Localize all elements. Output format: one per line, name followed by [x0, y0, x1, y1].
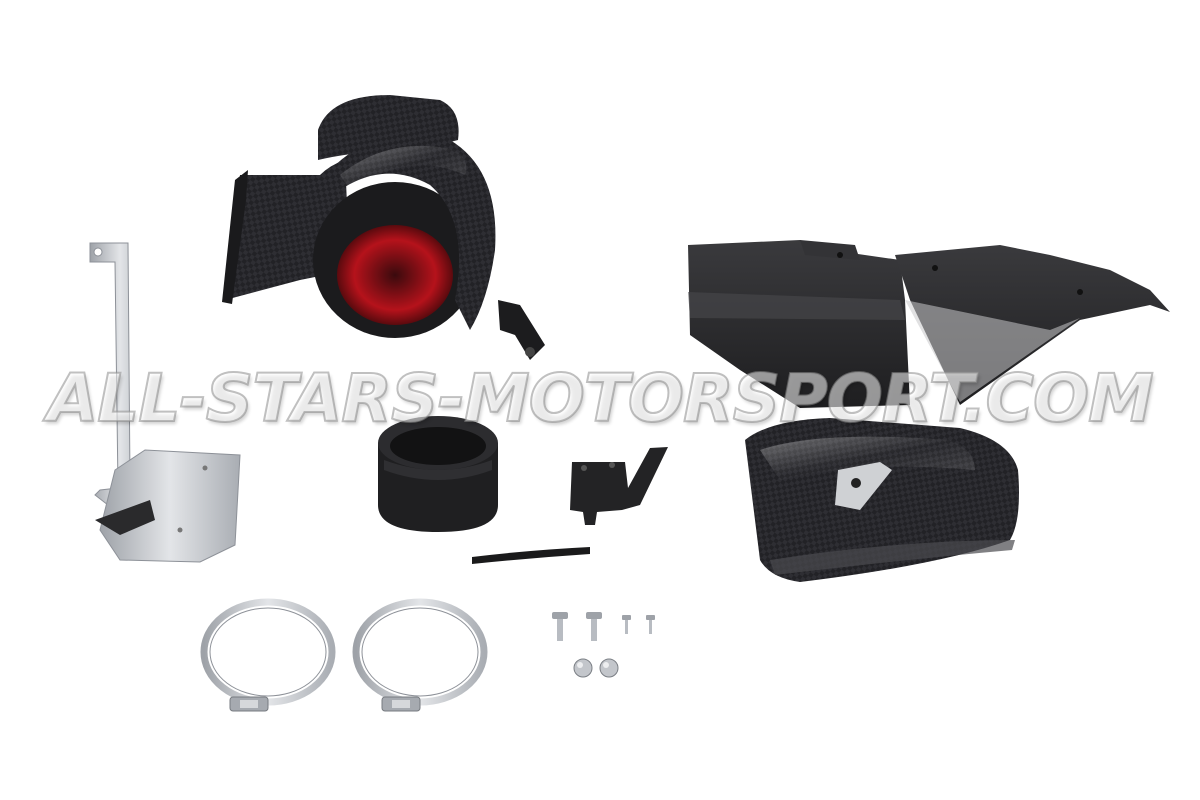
bolt-2 — [586, 612, 602, 641]
bolt-4 — [646, 615, 655, 634]
bolt-1 — [552, 612, 568, 641]
bolts-and-nuts — [552, 612, 655, 678]
silver-mounting-bracket — [89, 242, 241, 563]
carbon-airbox-lid — [745, 418, 1019, 582]
silicone-coupler — [378, 416, 498, 532]
black-airbox-heatshield — [688, 240, 1170, 408]
nut-1 — [573, 658, 593, 678]
hose-clamp-right — [352, 598, 488, 712]
nut-2 — [599, 658, 619, 678]
rubber-strip — [472, 547, 590, 564]
bolt-3 — [622, 615, 631, 634]
carbon-intake-scoop — [222, 95, 545, 360]
small-black-bracket — [570, 447, 668, 525]
hose-clamp-left — [200, 598, 336, 712]
